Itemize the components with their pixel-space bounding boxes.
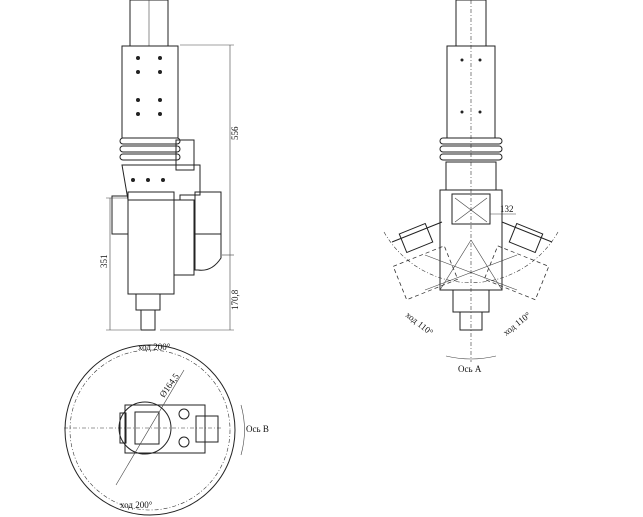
stroke-top-label: ход 200° <box>138 342 171 352</box>
stroke-bottom-label: ход 200° <box>120 500 153 510</box>
axis-a-label: Ось А <box>458 364 482 374</box>
dim-width: 132 <box>500 204 514 214</box>
stroke-left-label: ход 110° <box>404 310 436 338</box>
side-view: 556 351 170,8 <box>99 0 240 331</box>
stroke-right-label: ход 110° <box>501 310 533 338</box>
dim-total-height: 556 <box>230 126 240 140</box>
dim-lower-height: 170,8 <box>230 289 240 310</box>
axis-b-label: Ось В <box>246 424 269 434</box>
front-view: 132 ход 110° ход 110° Ось А <box>383 0 559 374</box>
top-view: ход 200° ход 200° Ø164,5 Ось В <box>64 342 269 516</box>
dim-body-height: 351 <box>99 255 109 269</box>
